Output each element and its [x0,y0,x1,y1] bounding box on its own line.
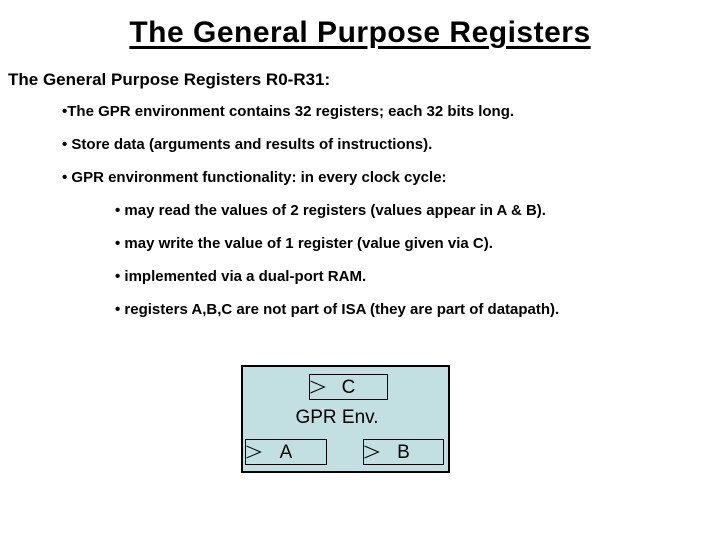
clock-edge-icon [364,445,380,459]
bullet-functionality: • GPR environment functionality: in ever… [62,169,447,186]
sub-bullet-write-value: • may write the value of 1 register (val… [115,235,493,252]
register-box-b: B [363,439,444,465]
sub-bullet-not-part-of-isa: • registers A,B,C are not part of ISA (t… [115,301,560,318]
page-title-text: The General Purpose Registers [129,16,591,49]
register-label-c: C [341,376,356,398]
bullet-gpr-environment: •The GPR environment contains 32 registe… [62,103,515,120]
register-box-c: C [309,374,388,400]
register-label-b: B [397,441,410,463]
gpr-env-diagram: C GPR Env. A B [241,365,450,473]
sub-bullet-read-values: • may read the values of 2 registers (va… [115,202,546,219]
register-box-a: A [245,439,327,465]
register-label-a: A [279,441,293,463]
page-title: The General Purpose Registers [0,16,720,50]
sub-bullet-dual-port-ram: • implemented via a dual-port RAM. [115,268,367,285]
gpr-env-label: GPR Env. [295,407,379,428]
clock-edge-icon [310,380,326,394]
bullet-store-data: • Store data (arguments and results of i… [62,136,433,153]
subtitle: The General Purpose Registers R0-R31: [8,70,331,89]
clock-edge-icon [246,445,262,459]
